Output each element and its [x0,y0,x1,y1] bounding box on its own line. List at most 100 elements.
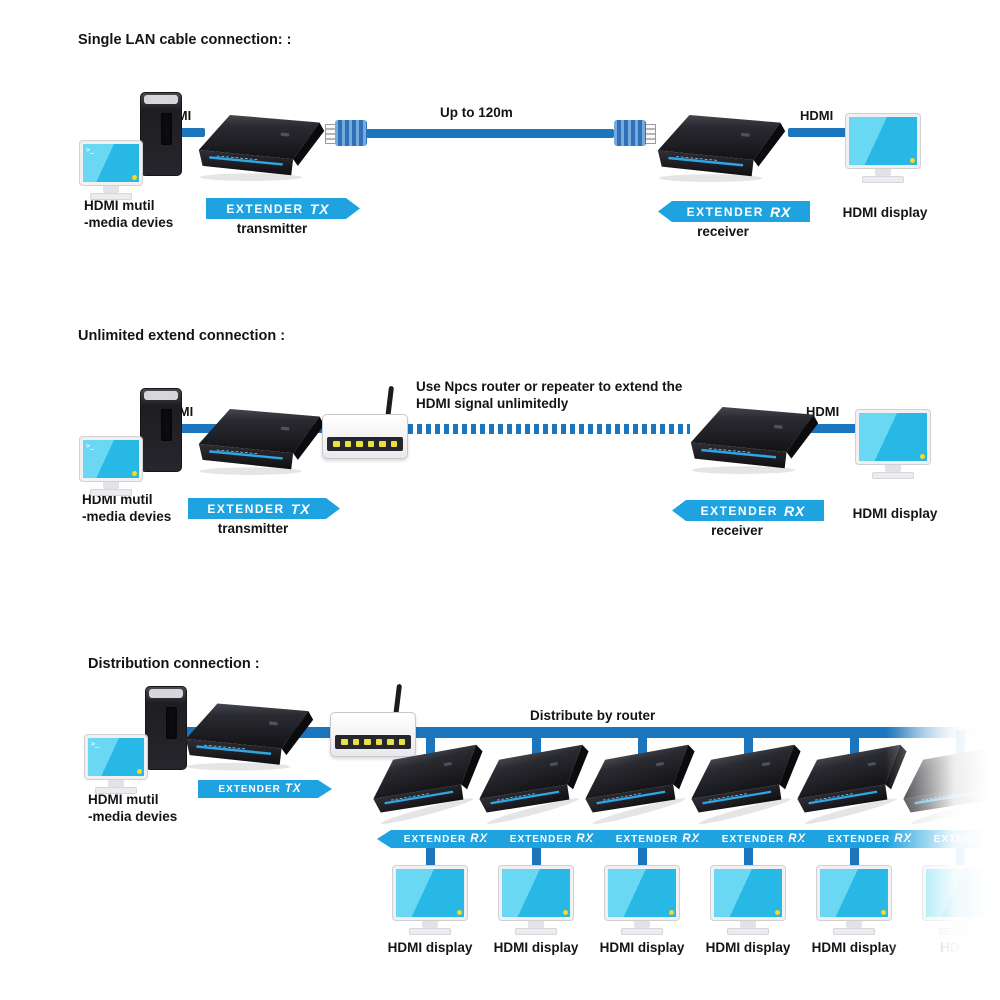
hdmi-display-label: HDMI display [811,940,897,955]
monitor-stand [740,920,756,928]
power-led [132,175,137,180]
router-device [322,385,408,460]
cable-length-label: Up to 120m [440,105,513,120]
hdmi-display-label: HDMI display [705,940,791,955]
extender-tx-device [197,113,326,183]
extended-network-link [408,424,690,434]
hdmi-cable [798,424,864,433]
media-device-label: HDMI mutil -media devies [88,792,178,824]
hdmi-display-monitor [710,865,786,935]
power-led [563,910,568,915]
note-text: Use Npcs router or repeater to extend th… [416,379,683,411]
terminal-prompt-icon: >_ [86,442,95,450]
monitor-screen: >_ [79,436,143,482]
rj45-connector [325,120,369,146]
hdmi-display-label: HDMI display [599,940,685,955]
monitor-screen [845,113,921,169]
lan-cable [366,129,614,138]
hdmi-display-monitor [498,865,574,935]
drop-cable [744,838,753,878]
receiver-label: receiver [711,523,763,538]
hdmi-display-monitor [604,865,680,935]
drop-cable [850,838,859,878]
media-device-label: HDMI mutil -media devies [82,492,172,524]
monitor-screen [855,409,931,465]
monitor-screen [710,865,786,921]
power-led [457,910,462,915]
hdmi-display-monitor [392,865,468,935]
power-led [881,910,886,915]
transmitter-label: transmitter [236,221,308,236]
hdmi-display-monitor [855,409,931,479]
power-led [132,471,137,476]
power-led [669,910,674,915]
section-heading-unlimited: Unlimited extend connection : [78,328,286,344]
hdmi-display-label: HDMI display [842,205,928,220]
pc-tower [140,92,182,176]
drop-cable [532,838,541,878]
monitor-stand [634,920,650,928]
monitor-screen: >_ [84,734,148,780]
bus-label: Distribute by router [530,708,656,723]
media-device-label: HDMI mutil -media devies [84,198,174,230]
section-heading-single: Single LAN cable connection: : [78,32,292,48]
router-ports [335,735,411,749]
pc-tower [140,388,182,472]
hdmi-display-label: HDMI display [852,506,938,521]
power-led [920,454,925,459]
router-device [330,683,416,758]
terminal-prompt-icon: >_ [91,740,100,748]
power-led [137,769,142,774]
terminal-prompt-icon: >_ [86,146,95,154]
router-ports [327,437,403,451]
monitor-screen [498,865,574,921]
hdmi-label: HDMI [806,404,840,419]
monitor-screen: >_ [79,140,143,186]
hdmi-display-monitor [816,865,892,935]
extender-tx-device [197,407,326,477]
hdmi-cable [788,128,856,137]
monitor-screen [816,865,892,921]
extender-tx-device [184,702,315,772]
hdmi-display-monitor [922,865,998,935]
pc-monitor: >_ [79,436,143,496]
hdmi-label: HDMI [800,108,834,123]
hdmi-display-monitor [845,113,921,183]
monitor-stand [528,920,544,928]
extender-rx-device [656,113,787,184]
monitor-stand [885,464,901,472]
power-led [987,910,992,915]
rj45-connector [612,120,656,146]
receiver-label: receiver [697,224,749,239]
monitor-stand [846,920,862,928]
pc-tower [145,686,187,770]
hdmi-display-label: HDMI display [493,940,579,955]
hdmi-display-label-partial: HD [940,940,960,955]
drop-cable [638,838,647,878]
power-led [775,910,780,915]
monitor-stand [952,920,968,928]
transmitter-label: transmitter [217,521,289,536]
hdmi-display-label: HDMI display [387,940,473,955]
hdmi-media-device: >_ [79,388,182,496]
monitor-screen [392,865,468,921]
hdmi-media-device: >_ [84,686,187,794]
monitor-stand [875,168,891,176]
monitor-screen [604,865,680,921]
drop-cable [426,838,435,878]
hdmi-media-device: >_ [79,92,182,200]
extender-rx-device [689,405,820,476]
monitor-screen [922,865,998,921]
monitor-stand [422,920,438,928]
power-led [910,158,915,163]
